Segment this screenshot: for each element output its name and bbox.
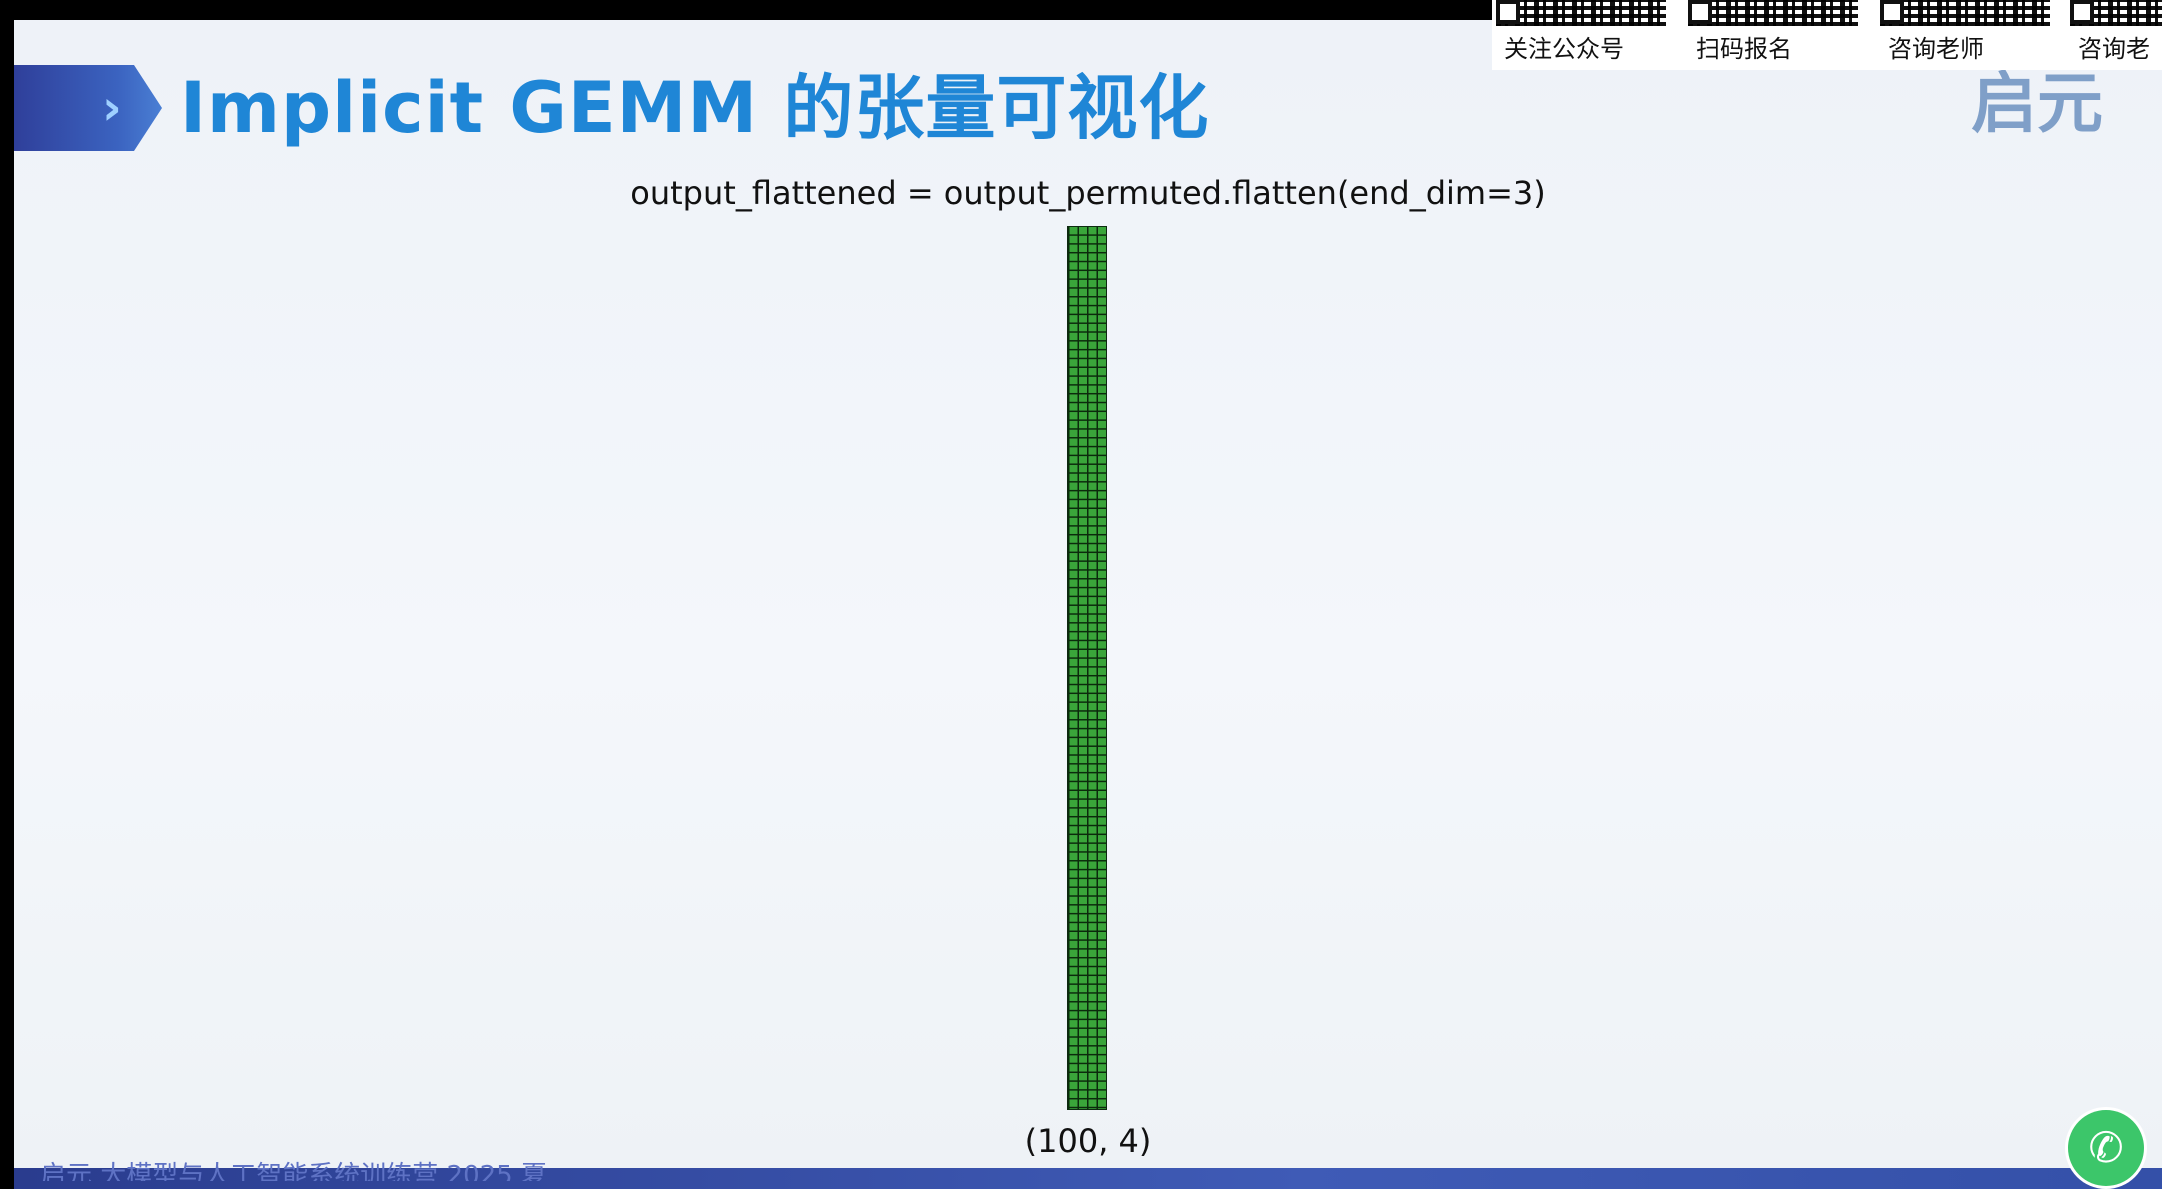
qr-label: 扫码报名: [1696, 35, 1792, 63]
qr-code-icon: [2070, 0, 2162, 26]
presentation-slide: › Implicit GEMM 的张量可视化 启元 output_flatten…: [14, 20, 2162, 1189]
qr-item-register[interactable]: 扫码报名: [1688, 0, 1868, 70]
phone-call-icon[interactable]: ✆: [2068, 1110, 2144, 1186]
qr-code-icon: [1880, 0, 2050, 26]
qr-label: 咨询老: [2078, 35, 2150, 63]
tensor-shape-label: (100, 4): [1024, 1122, 1152, 1160]
qr-code-icon: [1496, 0, 1666, 26]
qr-item-consult[interactable]: 咨询老师: [1880, 0, 2060, 70]
qr-code-icon: [1688, 0, 1858, 26]
qr-label: 关注公众号: [1504, 35, 1624, 63]
slide-title: Implicit GEMM 的张量可视化: [180, 67, 1210, 149]
brand-logo: 启元: [1971, 65, 2103, 142]
code-caption: output_flattened = output_permuted.flatt…: [630, 174, 1546, 212]
chevron-right-icon: ›: [102, 80, 122, 136]
bottom-bar: [14, 1168, 2162, 1189]
qr-strip: 关注公众号 扫码报名 咨询老师 咨询老: [1492, 0, 2162, 70]
qr-item-follow[interactable]: 关注公众号: [1496, 0, 1676, 70]
qr-item-consult-2[interactable]: 咨询老: [2070, 0, 2162, 70]
qr-label: 咨询老师: [1888, 35, 1984, 63]
footer-ticker: 启元 大模型与人工智能系统训练营 2025 夏: [40, 1161, 547, 1181]
title-banner: [14, 65, 162, 151]
tensor-grid-visualization: [1067, 226, 1107, 1110]
